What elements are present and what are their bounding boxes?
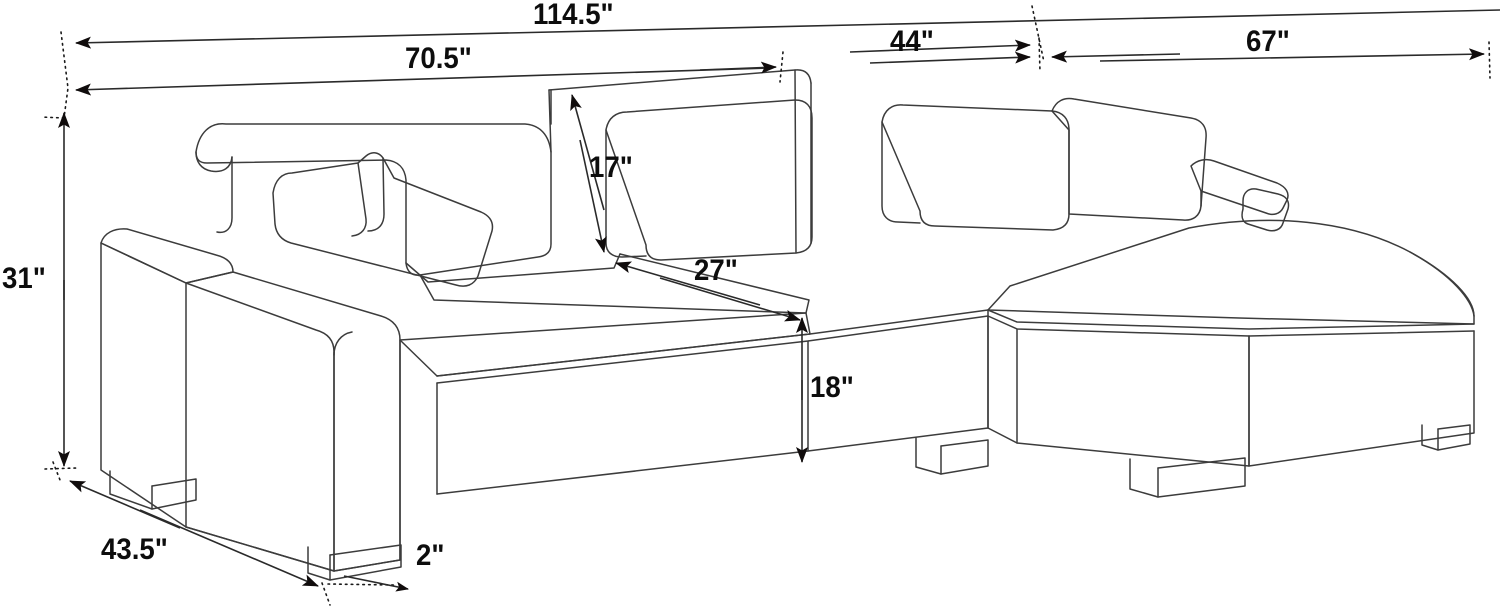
arrow-67 [1099,48,1485,62]
dimension-arrows [58,9,1500,592]
arrow-44-left-2 [869,51,1031,64]
ext-line-left-corner [40,116,65,119]
ext-line-left-vertical [60,31,69,119]
back-cushion-left-inner-edge [216,156,233,234]
sofa-front-bottom [436,427,989,495]
ext-line-midtop-2 [1038,37,1041,73]
seat-surface-left [419,253,810,314]
sofa-leg-front-left [307,546,331,581]
back-cushion-left-crease [195,151,233,173]
ext-line-foot-corner [321,582,331,606]
dimension-label-chaise-depth: 43.5" [101,533,168,566]
arrow-27-downright [659,277,801,322]
dimension-label-corner-width: 44" [890,25,934,58]
dimension-label-leg-height: 2" [416,539,445,572]
ext-line-bottom-left-2 [44,467,77,470]
arrow-43-5-downright [139,509,319,587]
chaise-right-face [1248,330,1475,467]
ext-line-midtop-1 [1031,5,1045,63]
seat-cushion-left [399,312,811,377]
arrow-43-5-upleft [69,480,181,529]
throw-pillow-left-fold2 [367,157,385,232]
sofa-leg-center [915,437,942,475]
chaise-seat-front-edge-2 [987,315,1475,337]
throw-pillow-left [272,152,494,287]
arrow-17-down [579,139,607,253]
left-arm-outer-panel [100,242,187,528]
sofa-leg-rear-left [109,470,153,510]
left-arm-top-face [100,228,234,284]
arrow-70-5 [75,67,771,96]
arrow-2-inch [343,575,409,592]
dimension-label-sofa-section-width: 70.5" [405,42,472,75]
dimension-label-overall-width: 114.5" [533,0,614,31]
ext-line-foot-corner-2 [327,583,395,586]
back-cushion-right-inner [881,121,921,224]
sofa-base-bottom-outline [185,526,335,572]
back-rail-upper [548,89,552,153]
left-arm-front-face [333,339,401,572]
chaise-leg-front [1129,458,1159,498]
arrow-70-5-right [699,61,777,74]
dimension-label-overall-height: 31" [2,262,46,295]
back-cushion-center [605,99,813,261]
back-cushion-right [881,104,1070,231]
chaise-seat-top [987,219,1475,325]
sofa-body-outline [100,69,1475,581]
back-panel-top-edge [548,69,812,91]
arrow-44-right [1051,50,1181,63]
chaise-front-face [1016,328,1250,467]
chaise-left-face [987,315,1018,444]
dimension-label-back-cushion-height: 17" [589,151,633,184]
seat-top-left [405,253,621,283]
left-arm-front-corner [333,331,353,356]
right-arm-rest-top [1190,158,1289,216]
dimension-label-chaise-width: 67" [1246,25,1290,58]
chaise-leg-right [1421,424,1439,451]
chaise-leg-front-face [1157,457,1246,498]
arrow-114-5 [75,9,1500,49]
ext-line-chaise-right-end [1488,41,1491,79]
throw-pillow-left-fold [351,162,367,237]
back-cushion-left [195,123,552,276]
left-arm-inner-top [185,271,401,572]
extension-lines [40,5,1491,606]
back-cushion-far-right [1051,97,1207,221]
arrow-44-left [849,39,1031,53]
arrow-27-upleft [615,261,761,306]
ext-line-70-end [779,51,784,83]
sofa-leg-front-left-face [329,544,402,581]
seat-back-rail-center-2 [794,69,797,254]
chaise-leg-right-face [1437,424,1471,451]
arrow-17-up [570,94,605,211]
sofa-apron-top [436,309,989,377]
ext-line-bottom-left [52,461,61,481]
chaise-seat-front-edge [987,309,1475,330]
dimension-label-seat-height: 18" [810,371,854,404]
chaise-corner-round [1409,251,1475,317]
sofa-leg-center-face [940,439,989,475]
sofa-apron-top-2 [436,315,989,384]
sofa-leg-rear-left-face [151,478,197,510]
dimension-label-seat-depth: 27" [694,254,738,287]
